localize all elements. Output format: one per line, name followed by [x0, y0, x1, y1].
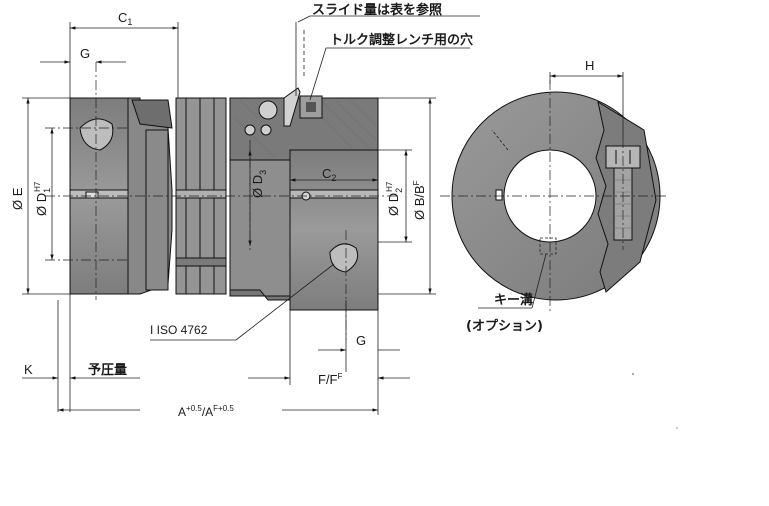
label-h: H	[585, 58, 594, 73]
label-diameter-d3: Ø D3	[250, 170, 268, 198]
label-keyway: キー溝	[494, 292, 533, 308]
label-c2: C2	[322, 166, 336, 183]
label-f: F/FF	[318, 372, 343, 387]
right-hub	[289, 149, 379, 311]
side-view	[69, 87, 379, 311]
end-view	[440, 72, 668, 312]
ball-small-1	[244, 124, 256, 136]
keyway-outline	[539, 237, 557, 255]
label-a: A+0.5/AF+0.5	[178, 404, 234, 419]
label-g-bottom: G	[356, 333, 366, 348]
label-iso: I ISO 4762	[150, 323, 208, 337]
left-section-hatch	[131, 99, 173, 129]
label-diameter-d1: Ø D1H7	[33, 181, 52, 216]
ball-small-2	[260, 124, 272, 136]
right-body	[229, 159, 291, 297]
label-diameter-b: Ø B/BF	[412, 180, 427, 220]
label-diameter-e: Ø E	[10, 187, 25, 210]
label-g-top: G	[80, 46, 90, 61]
right-hub-screw	[329, 243, 359, 273]
label-wrench-hole: トルク調整レンチ用の穴	[330, 32, 473, 48]
label-preload: 予圧量	[88, 363, 127, 378]
side-view-dimensions	[22, 15, 480, 415]
label-slide-amount: スライド量は表を参照	[312, 2, 442, 18]
spacer-disc-1	[145, 129, 169, 291]
label-c1: C1	[118, 10, 132, 27]
label-k: K	[24, 362, 33, 377]
ball-large	[258, 100, 278, 120]
left-hub-slit	[69, 189, 129, 199]
label-diameter-d2: Ø D2H7	[385, 181, 404, 216]
label-option: (オプション)	[466, 319, 543, 334]
